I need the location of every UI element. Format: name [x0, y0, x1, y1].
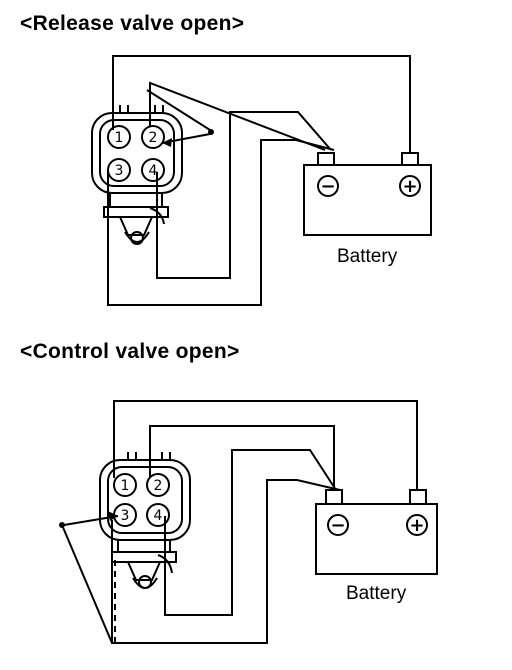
pin-1-circle: [107, 125, 131, 149]
pin-2-circle: [141, 125, 165, 149]
pin-2-circle-2: [146, 473, 170, 497]
switch-arrow-2: [63, 515, 119, 526]
diagram-control-valve: [61, 400, 438, 644]
pin-3-label: 3: [115, 163, 124, 179]
wire-pin4-loop-2: [164, 449, 337, 616]
wire-pin4-loop-1: [156, 111, 332, 279]
pin-4-circle-2: [146, 503, 170, 527]
positive-terminal-sign-2: +: [409, 515, 424, 536]
wire-pin2-to-negative-2: [149, 425, 335, 490]
switch-contact-dot-2: [59, 522, 65, 528]
wire-pin1-to-positive-1: [112, 55, 411, 153]
diagram-release-valve: [91, 55, 432, 306]
pin-2-label-2: 2: [154, 478, 163, 494]
pin-1-circle-2: [113, 473, 137, 497]
pin-1-label: 1: [115, 130, 124, 146]
pin-3-label-2: 3: [121, 508, 130, 524]
wire-pin3-outer-loop-1: [107, 139, 335, 306]
pin-4-label-2: 4: [154, 508, 163, 524]
switch-arrowhead-1: [162, 138, 172, 147]
switch-lead-2: [61, 524, 113, 644]
connector-1: [91, 105, 183, 245]
battery-label-2: Battery: [346, 583, 407, 604]
pin-2-label: 2: [149, 130, 158, 146]
switch-lead-1: [146, 89, 211, 131]
negative-terminal-sign-2: −: [330, 515, 345, 536]
diagram-title-release-valve: <Release valve open>: [20, 12, 245, 35]
wire-pin1-to-positive-2: [113, 400, 418, 490]
pin-4-circle: [141, 158, 165, 182]
negative-terminal-sign-1: −: [320, 176, 335, 197]
switch-contact-dot-1: [208, 129, 214, 135]
wire-pin3-outer-loop-2: [111, 479, 341, 644]
diagram-title-control-valve: <Control valve open>: [20, 340, 240, 363]
positive-terminal-sign-1: +: [402, 176, 417, 197]
battery-label-1: Battery: [337, 246, 398, 267]
pin-4-label: 4: [149, 163, 158, 179]
switch-arrowhead-2: [108, 511, 118, 521]
pin-1-label-2: 1: [121, 478, 130, 494]
wire-pin2-to-negative-1: [149, 81, 326, 151]
battery-2: [315, 489, 438, 575]
